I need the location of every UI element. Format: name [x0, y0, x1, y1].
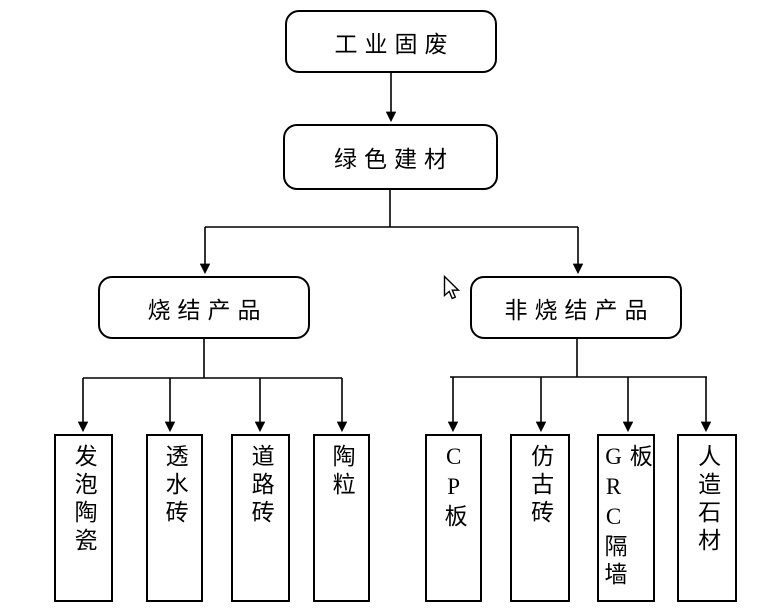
leaf-label: 发泡陶瓷	[71, 444, 97, 556]
leaf-artificial-stone[interactable]: 人造石材	[677, 434, 737, 602]
leaf-label: 陶粒	[329, 444, 355, 500]
leaf-label: 人造石材	[694, 444, 720, 556]
node-non-sintered-products[interactable]: 非烧结产品	[470, 276, 682, 339]
leaf-road-brick[interactable]: 道路砖	[231, 434, 290, 602]
node-green-building-material[interactable]: 绿色建材	[283, 124, 498, 190]
node-label: 烧结产品	[147, 297, 268, 323]
leaf-label: 道路砖	[248, 444, 274, 528]
leaf-foamed-ceramics[interactable]: 发泡陶瓷	[54, 434, 113, 602]
leaf-label: CP板	[441, 444, 467, 532]
leaf-label: GRC隔墙板	[601, 444, 652, 590]
leaf-label: 仿古砖	[527, 444, 553, 528]
node-label: 非烧结产品	[504, 297, 655, 323]
leaf-grc-partition-board[interactable]: GRC隔墙板	[597, 434, 655, 602]
node-label: 工业固废	[334, 31, 455, 57]
node-label: 绿色建材	[334, 147, 454, 172]
leaf-antique-brick[interactable]: 仿古砖	[510, 434, 570, 602]
leaf-label: 透水砖	[162, 444, 188, 528]
node-industrial-solid-waste[interactable]: 工业固废	[285, 10, 497, 73]
leaf-cp-board[interactable]: CP板	[425, 434, 482, 602]
leaf-permeable-brick[interactable]: 透水砖	[146, 434, 203, 602]
leaf-ceramsite[interactable]: 陶粒	[313, 434, 370, 602]
node-sintered-products[interactable]: 烧结产品	[98, 276, 310, 339]
